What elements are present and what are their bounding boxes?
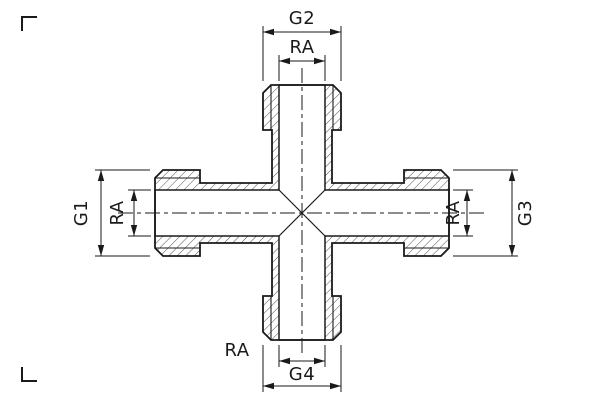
arrowhead — [97, 170, 105, 181]
arrowhead — [97, 245, 105, 256]
dimension-ra-top — [278, 55, 326, 81]
dim-label-g3: G3 — [515, 200, 536, 226]
dimension-g4 — [262, 345, 342, 392]
dimension-ra-bottom — [278, 345, 326, 367]
arrowhead — [314, 57, 325, 65]
frame-corner-mark-top-left — [21, 16, 37, 31]
arrowhead — [263, 382, 274, 390]
frame-corner-mark-bottom-left — [21, 367, 37, 382]
arrowhead — [463, 190, 471, 201]
arrowhead — [130, 225, 138, 236]
arrowhead — [279, 57, 290, 65]
dimension-ra-left — [128, 189, 151, 237]
dim-label-ra-top: RA — [289, 37, 314, 58]
dimension-g2 — [262, 26, 342, 81]
dim-label-ra-bottom: RA — [224, 340, 249, 361]
arrowhead — [508, 170, 516, 181]
dim-label-g1: G1 — [71, 200, 92, 226]
dimension-ra-right — [453, 189, 473, 237]
arrowhead — [130, 190, 138, 201]
chamfer-lines — [155, 85, 449, 340]
centerlines — [118, 68, 486, 356]
dim-label-ra-right: RA — [443, 200, 464, 225]
dim-label-ra-left: RA — [107, 200, 128, 225]
dim-label-g4: G4 — [289, 364, 315, 385]
dimension-g3 — [453, 169, 518, 257]
arrowhead — [330, 28, 341, 36]
dimension-g1 — [95, 169, 150, 257]
arrowhead — [508, 245, 516, 256]
arrowhead — [279, 357, 290, 365]
dim-label-g2: G2 — [289, 8, 315, 29]
arrowhead — [330, 382, 341, 390]
part-section — [154, 84, 450, 341]
arrowhead — [314, 357, 325, 365]
arrowhead — [263, 28, 274, 36]
arrowhead — [463, 225, 471, 236]
